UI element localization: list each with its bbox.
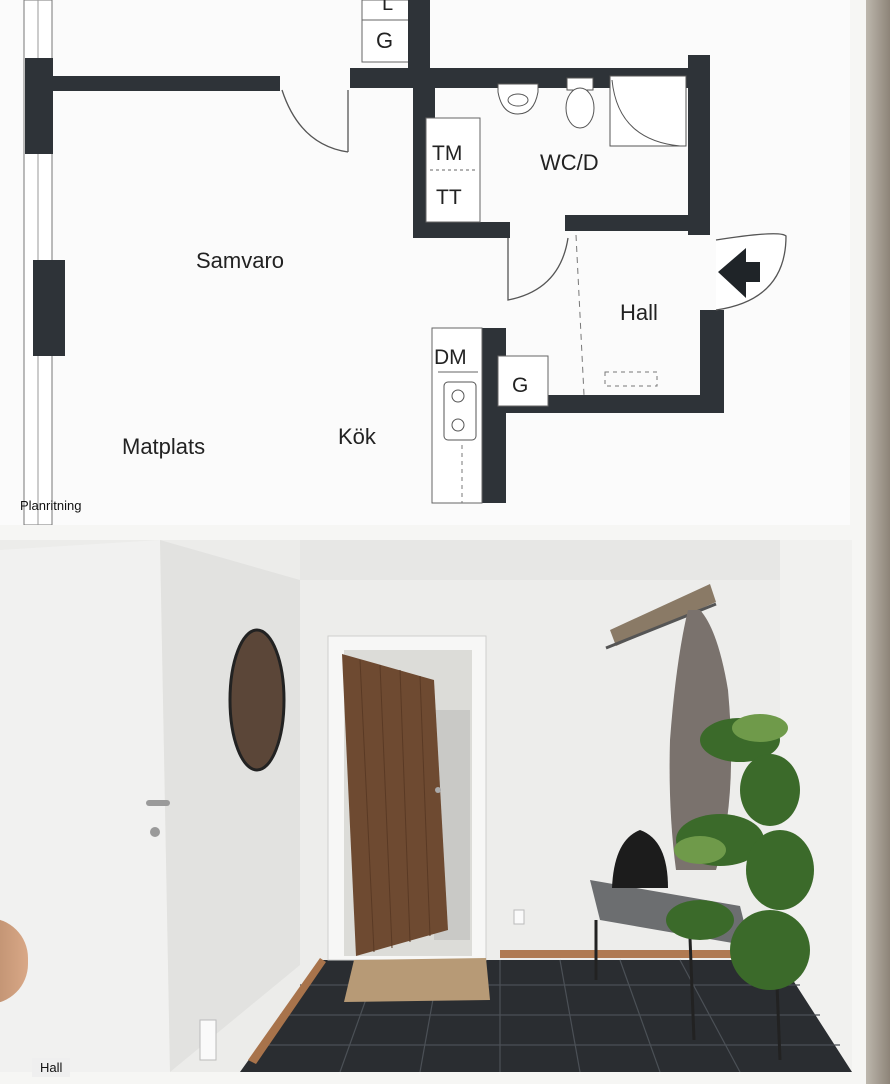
hall-photo-caption: Hall	[32, 1058, 71, 1077]
left-door-panel	[0, 540, 170, 1072]
hall-photo	[0, 540, 852, 1072]
doormat	[344, 958, 490, 1002]
plan-label-dm: DM	[434, 346, 467, 369]
plan-label-g-hall: G	[512, 374, 528, 397]
plan-label-tm: TM	[432, 142, 462, 165]
plan-label-wc: WC/D	[540, 150, 599, 175]
plan-label-hall: Hall	[620, 300, 658, 325]
handbag	[612, 830, 668, 888]
background-edge	[866, 0, 890, 1084]
plant	[666, 718, 814, 990]
brochure-page: L G TM TT WC/D Samvaro Hall DM G Matplat…	[0, 0, 868, 1084]
floor-plan-drawing: L G TM TT WC/D Samvaro Hall DM G Matplat…	[23, 0, 787, 525]
plan-label-matplats: Matplats	[122, 434, 205, 459]
floor-plan-panel: L G TM TT WC/D Samvaro Hall DM G Matplat…	[0, 0, 850, 525]
hall-photo-illustration	[0, 540, 852, 1072]
plan-label-tt: TT	[436, 186, 462, 209]
plan-label-g-top: G	[376, 28, 393, 53]
plan-label-samvaro: Samvaro	[196, 248, 284, 273]
front-door	[342, 654, 448, 956]
round-mirror	[228, 628, 286, 772]
floor-plan-caption: Planritning	[20, 498, 82, 513]
plan-label-kok: Kök	[338, 424, 377, 449]
plan-label-l-top: L	[382, 0, 393, 15]
